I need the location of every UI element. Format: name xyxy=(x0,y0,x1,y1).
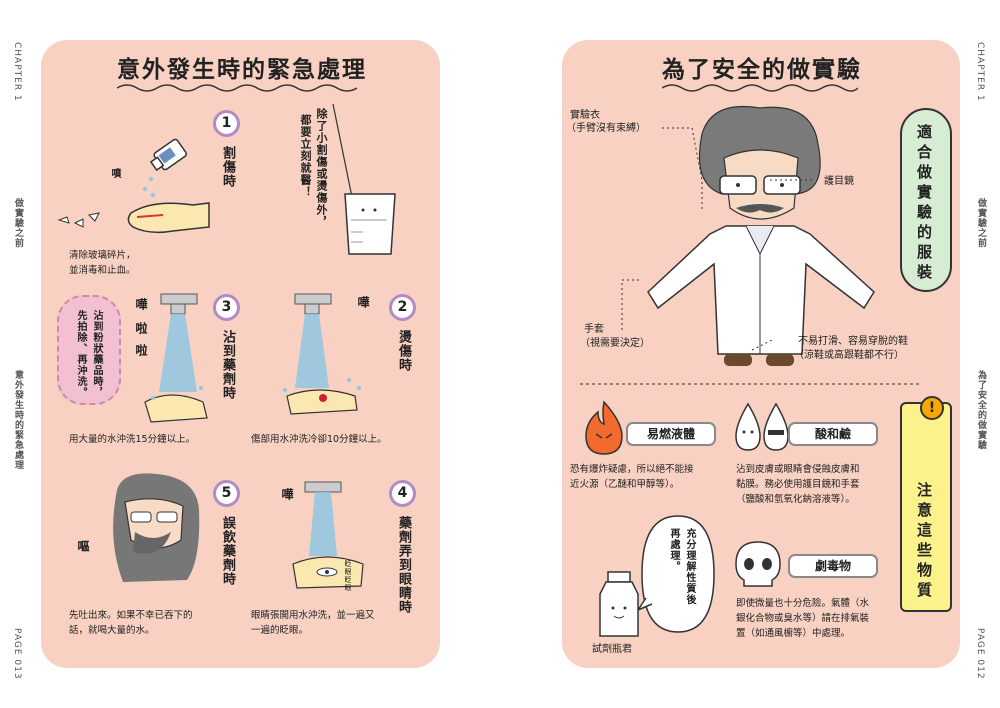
cut-caption-line2: 並消毒和止血。 xyxy=(69,265,136,276)
acid-text-line1: 沾到皮膚或眼睛會侵蝕皮膚和 xyxy=(736,464,860,475)
acid-base-tag: 酸和鹼 xyxy=(788,422,878,446)
bottle-speech-line2: 再處理。 xyxy=(668,528,679,572)
goggles-label: 護目鏡 xyxy=(824,176,854,187)
powder-tip-line2: 先拍除、再沖洗。 xyxy=(75,310,86,398)
page-title-right-text: 為了安全的做實驗 xyxy=(662,57,862,83)
sfx-hua-2: 嘩 xyxy=(356,296,370,311)
subsection-marker-right: 為了安全的做實驗 xyxy=(976,370,986,450)
step-label-swallow: 誤飲藥劑時 xyxy=(220,516,235,586)
flame-character-icon xyxy=(585,400,623,455)
caution-heading: 注意這些物質 xyxy=(915,482,933,602)
label-leaders xyxy=(621,127,812,351)
bottle-name: 試劑瓶君 xyxy=(592,644,632,655)
gloves-label-line1: 手套 xyxy=(584,324,604,335)
title-underline-right xyxy=(662,84,858,92)
caution-icon: ! xyxy=(920,396,944,420)
beaker-character xyxy=(344,193,396,255)
step-number-2: 2 xyxy=(389,294,416,321)
acid-text-line3: （鹽酸和氫氧化鈉溶液等）。 xyxy=(736,494,855,505)
eye-caption-line2: 一遍的眨眼。 xyxy=(251,625,309,636)
left-page: 意外發生時的緊急處理 1 割傷時 噴 清除玻璃碎片， 並消毒和止血。 除了小割傷… xyxy=(41,40,440,668)
cut-caption-line1: 清除玻璃碎片， xyxy=(69,250,136,261)
clothing-heading: 適合做實驗的服裝 xyxy=(915,124,933,284)
page-number-left: PAGE 013 xyxy=(12,628,22,680)
subsection-marker-left: 意外發生時的緊急處理 xyxy=(13,370,23,470)
eye-caption-line1: 眼睛張開用水沖洗，並一遍又 xyxy=(251,610,375,621)
acid-text-line2: 黏膜。務必使用護目鏡和手套 xyxy=(736,479,860,490)
powder-tip-line1: 沾到粉狀藥品時， xyxy=(91,310,102,398)
sfx-la-2: 啦 xyxy=(134,344,148,359)
cut-hand-illustration xyxy=(57,138,210,234)
sfx-la-1: 啦 xyxy=(134,322,148,337)
chapter-marker-left: CHAPTER 1 xyxy=(12,42,22,102)
shoes-label-line1: 不易打滑、容易穿脫的鞋 xyxy=(798,336,908,347)
shoes-label-line2: （涼鞋或高跟鞋都不行） xyxy=(794,350,904,361)
faucet-eye-illustration xyxy=(292,481,364,589)
note-line2: 都要立刻就醫！ xyxy=(299,114,312,198)
speech-bubble xyxy=(638,515,715,633)
sfx-blink: 眨眼眨眼 xyxy=(344,560,352,592)
section-marker-right: 做實驗之前 xyxy=(976,198,986,248)
poison-text-line2: 銀化合物或臭水等）請在排氣裝 xyxy=(736,613,870,624)
page-number-right: PAGE 012 xyxy=(975,628,985,680)
sfx-vomit: 嘔 xyxy=(76,540,90,555)
chapter-marker-right: CHAPTER 1 xyxy=(975,42,985,102)
gloves-label-line2: （視需要決定） xyxy=(580,338,650,349)
flammable-text-line1: 恐有爆炸疑慮，所以絕不能接 xyxy=(570,464,694,475)
flammable-tag: 易燃液體 xyxy=(626,422,716,446)
faucet-chem-illustration xyxy=(144,293,208,423)
step-number-3: 3 xyxy=(213,294,240,321)
poison-text-line3: 置（如通風櫥等）中處理。 xyxy=(736,628,851,639)
right-page: 為了安全的做實驗 實驗衣 （手臂沒有束縛） 護目鏡 手套 （視需要決定） 不易打… xyxy=(562,40,960,668)
page-title-left-text: 意外發生時的緊急處理 xyxy=(117,57,367,83)
page-title-right: 為了安全的做實驗 xyxy=(662,50,862,92)
sfx-hua-1: 嘩 xyxy=(134,298,148,313)
note-line1: 除了小割傷或燙傷外， xyxy=(315,108,328,228)
caution-heading-pill xyxy=(900,402,952,612)
bottle-speech-line1: 充分理解性質後 xyxy=(684,528,695,605)
section-divider xyxy=(580,383,920,385)
powder-tip-bubble xyxy=(57,295,121,405)
flammable-text-line2: 近火源（乙醚和甲醇等）。 xyxy=(570,479,680,490)
swallow-caption-line2: 話，就喝大量的水。 xyxy=(69,625,155,636)
step-number-1: 1 xyxy=(213,110,240,137)
section-marker-left: 做實驗之前 xyxy=(13,198,23,248)
step-number-4: 4 xyxy=(389,480,416,507)
swallow-caption-line1: 先吐出來。如果不幸已吞下的 xyxy=(69,610,193,621)
labcoat-label-line2: （手臂沒有束縛） xyxy=(566,123,646,134)
title-underline xyxy=(117,84,358,92)
poison-text-line1: 即使微量也十分危險。氣體（水 xyxy=(736,598,870,609)
page-title-left: 意外發生時的緊急處理 xyxy=(117,50,367,92)
burn-caption: 傷部用水沖洗冷卻10分鐘以上。 xyxy=(251,434,387,445)
poison-tag: 劇毒物 xyxy=(788,554,878,578)
scientist-illustration xyxy=(647,105,875,366)
reagent-bottle-character xyxy=(599,571,639,637)
step-label-eye: 藥劑弄到眼睛時 xyxy=(396,516,411,614)
step-number-5: 5 xyxy=(213,480,240,507)
clothing-heading-pill xyxy=(900,108,952,292)
swallow-person-illustration xyxy=(113,473,200,582)
sfx-spray: 噴 xyxy=(109,168,120,181)
step-label-burn: 燙傷時 xyxy=(396,330,411,372)
step-label-cut: 割傷時 xyxy=(220,146,235,188)
chemical-caption: 用大量的水沖洗15分鐘以上。 xyxy=(69,434,196,445)
faucet-burn-illustration xyxy=(283,293,361,415)
labcoat-label-line1: 實驗衣 xyxy=(570,110,600,121)
speech-lines xyxy=(332,103,354,203)
sfx-hua-3: 嘩 xyxy=(280,488,294,503)
step-label-chemical: 沾到藥劑時 xyxy=(220,330,235,400)
skull-icon xyxy=(735,541,781,587)
acid-drops-icon xyxy=(735,402,789,451)
